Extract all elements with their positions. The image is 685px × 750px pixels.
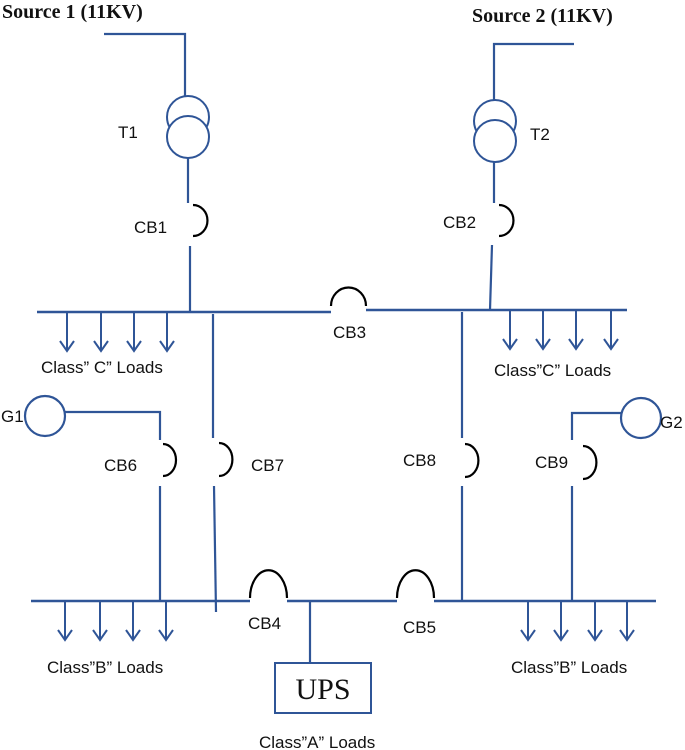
- cb6-breaker-icon: [162, 442, 178, 478]
- cb1-breaker-icon: [192, 203, 209, 238]
- cb8-label: CB8: [403, 451, 436, 470]
- class-b-loads-left-label: Class”B” Loads: [47, 658, 163, 677]
- g2-generator-icon: [619, 396, 663, 440]
- cb4-label: CB4: [248, 614, 281, 633]
- class-c-loads-right-arrows: [502, 311, 619, 351]
- g1-label: G1: [1, 407, 24, 426]
- cb3-label: CB3: [333, 323, 366, 342]
- cb8-breaker-icon: [464, 442, 480, 479]
- cb1-label: CB1: [134, 218, 167, 237]
- ups-box: [274, 662, 372, 714]
- t2-label: T2: [530, 125, 550, 144]
- source-1-feed-line: [104, 32, 187, 98]
- t2-secondary-winding: [473, 119, 517, 163]
- ups-label: UPS: [295, 673, 350, 706]
- t1-secondary-winding: [166, 115, 210, 159]
- cb5-label: CB5: [403, 618, 436, 637]
- cb2-label: CB2: [443, 213, 476, 232]
- cb2-breaker-icon: [498, 203, 515, 238]
- g2-feed-line: [570, 411, 621, 440]
- source-2-label: Source 2 (11KV): [472, 5, 613, 27]
- class-b-loads-right-label: Class”B” Loads: [511, 658, 627, 677]
- class-c-loads-right-label: Class”C” Loads: [494, 361, 611, 380]
- source-2-feed-line: [492, 42, 574, 102]
- class-b-loads-right-arrows: [520, 602, 635, 642]
- g1-feed-line: [65, 410, 162, 440]
- class-b-loads-left-arrows: [57, 602, 174, 642]
- cb9-breaker-icon: [582, 444, 598, 481]
- cb7-label: CB7: [251, 456, 284, 475]
- g2-label: G2: [660, 413, 683, 432]
- t1-label: T1: [118, 123, 138, 142]
- cb7-to-lower-bus-line: [212, 485, 218, 613]
- cb4-breaker-icon: [248, 569, 289, 599]
- cb6-label: CB6: [104, 456, 137, 475]
- class-c-loads-left-arrows: [59, 313, 175, 353]
- cb3-breaker-icon: [329, 286, 368, 307]
- cb2-to-bus-line: [488, 244, 494, 311]
- cb7-breaker-icon: [218, 441, 234, 478]
- class-a-loads-label: Class”A” Loads: [259, 733, 375, 750]
- source-1-label: Source 1 (11KV): [2, 1, 143, 23]
- cb9-label: CB9: [535, 453, 568, 472]
- class-c-loads-left-label: Class” C” Loads: [41, 358, 163, 377]
- cb5-breaker-icon: [395, 569, 436, 599]
- g1-generator-icon: [23, 394, 67, 438]
